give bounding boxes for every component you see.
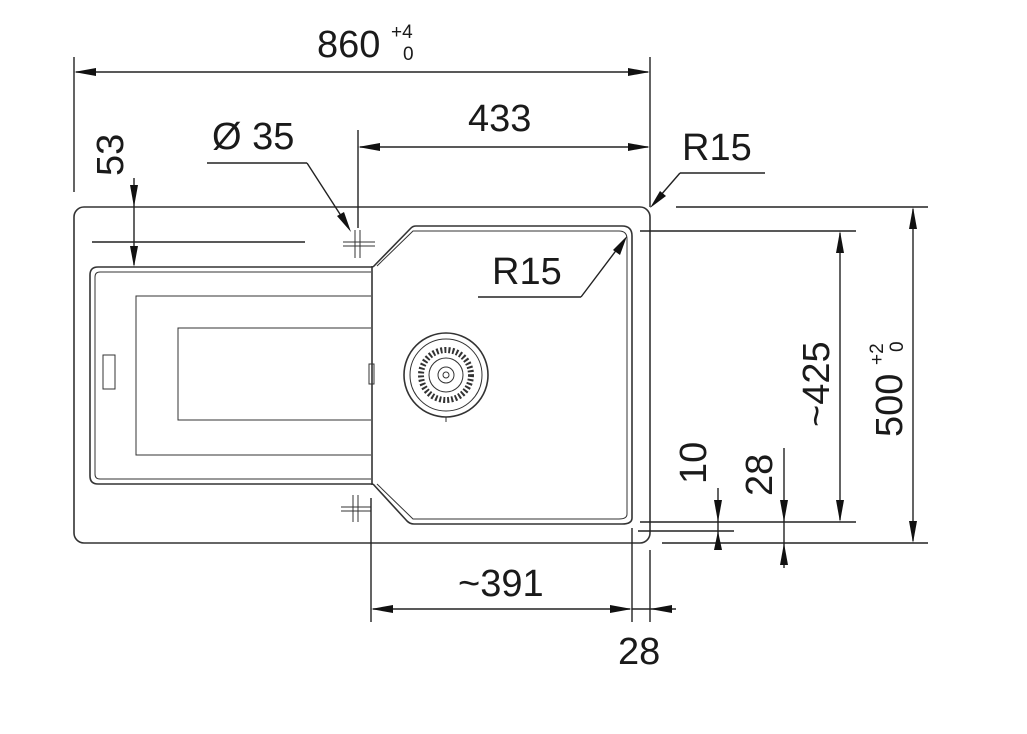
bottom-offset-10-value: 10 — [673, 442, 715, 484]
overall-width-tol-lower: 0 — [403, 44, 414, 65]
overall-depth-tol-lower: 0 — [887, 341, 908, 352]
waste-ring — [409, 338, 483, 412]
overall-depth-value: 500 — [869, 374, 911, 437]
overall-depth-tol-upper: +2 — [867, 343, 888, 365]
waste-outer-ring — [403, 332, 489, 418]
bowl-bottom-width-value: ~391 — [458, 563, 544, 605]
dim-tap-hole: Ø 35 — [207, 116, 351, 232]
dim-bowl-bottom-width: ~391 — [370, 498, 633, 622]
top-offset-value: 53 — [90, 134, 132, 176]
bowl-width-value: 433 — [468, 98, 531, 140]
outer-radius-value: R15 — [682, 127, 752, 169]
drainer-groove-inner — [177, 327, 371, 421]
dim-top-offset: 53 — [90, 134, 305, 267]
tap-hole-mark-top — [343, 230, 375, 258]
dim-right-offset-28: 28 — [618, 550, 676, 673]
drainer — [89, 266, 375, 485]
dim-outer-radius: R15 — [650, 127, 765, 208]
dim-bowl-depth: ~425 — [640, 230, 856, 523]
drainer-inner-edge — [94, 271, 371, 480]
dim-overall-width: 860 +4 0 — [73, 22, 651, 207]
right-offset-28-value: 28 — [618, 631, 660, 673]
waste-outlet — [403, 332, 489, 422]
bowl-outer-edge — [372, 225, 633, 525]
waste-center — [437, 366, 455, 384]
waste-inner-ring — [428, 357, 464, 393]
overflow-slot — [102, 354, 116, 390]
sink-outline — [73, 206, 651, 544]
divider-marker — [368, 363, 375, 385]
drainer-groove-outer — [135, 295, 371, 456]
bowl — [372, 225, 633, 525]
bowl-radius-value: R15 — [492, 251, 562, 293]
waste-center-dot — [442, 371, 450, 379]
bowl-depth-value: ~425 — [796, 341, 838, 427]
overall-width-value: 860 — [317, 24, 380, 66]
overall-width-tol-upper: +4 — [391, 22, 413, 43]
tap-hole-mark-bottom — [341, 495, 371, 522]
dim-bottom-offset-10: 10 — [638, 442, 734, 550]
drainer-outer-edge — [89, 266, 373, 485]
dim-bowl-radius: R15 — [478, 236, 627, 298]
dim-bottom-offset-28: 28 — [739, 448, 788, 568]
waste-strainer — [418, 347, 474, 403]
sink-outer-edge — [73, 206, 651, 544]
bowl-inner-edge — [376, 230, 628, 520]
bottom-offset-28-value: 28 — [739, 454, 781, 496]
dim-bowl-width: 433 — [357, 98, 650, 228]
dim-overall-depth: 500 +2 0 — [662, 206, 928, 544]
tap-hole-value: Ø 35 — [212, 116, 294, 158]
